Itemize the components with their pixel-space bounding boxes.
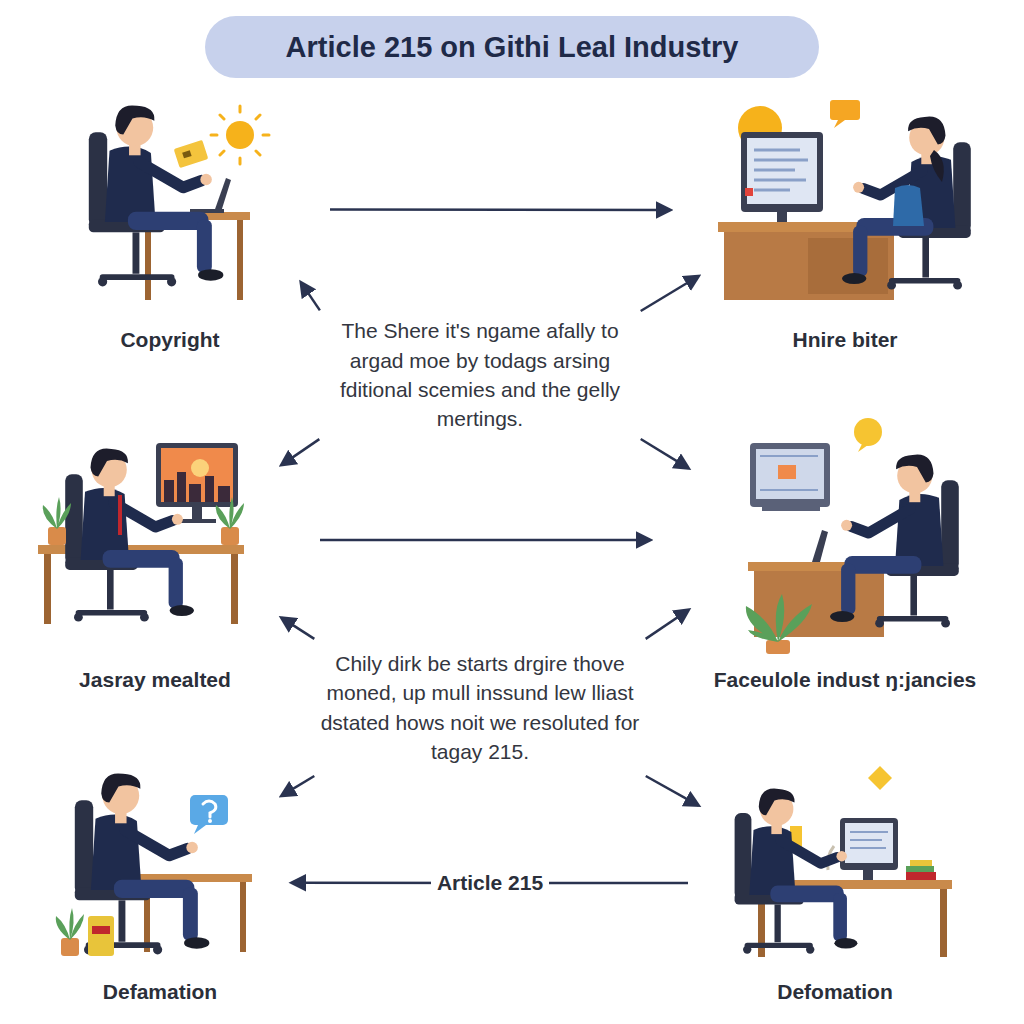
arrow-connector [641, 439, 689, 468]
arrow-connector [282, 439, 320, 465]
arrow-connector [301, 283, 320, 311]
arrow-connector [330, 208, 670, 211]
figure-node: Copyright [40, 105, 300, 360]
figure-node: Hnire biter [700, 95, 990, 360]
arrow-connector [646, 776, 699, 805]
figure-node: Faceulole indust ŋ:jancies [690, 415, 1000, 700]
arrow-connector [646, 610, 689, 639]
figure-label: Jasray mealted [79, 668, 231, 692]
title-pill: Article 215 on Githi Leal Industry [205, 16, 819, 78]
arrow-connector [282, 776, 315, 796]
arrow-connector [320, 539, 650, 542]
figure-node: Defomation [700, 770, 970, 1012]
text-node: Chily dirk be starts drgire thove moned,… [316, 640, 644, 775]
figure-label: Hnire biter [792, 328, 897, 352]
text-node: The Shere it's ngame afally to argad moe… [321, 312, 639, 438]
figure-node: Jasray mealted [30, 440, 280, 700]
edge-label: Article 215 [431, 871, 549, 895]
figure-label: Defamation [103, 980, 217, 1004]
figure-node: Defamation [40, 790, 280, 1012]
arrow-connector [282, 618, 315, 639]
diagram-title: Article 215 on Githi Leal Industry [286, 31, 739, 64]
figure-label: Defomation [777, 980, 893, 1004]
arrow-connector [641, 276, 699, 311]
paragraph-text: The Shere it's ngame afally to argad moe… [321, 316, 639, 434]
figure-label: Copyright [120, 328, 219, 352]
figure-label: Faceulole indust ŋ:jancies [714, 668, 977, 692]
paragraph-text: Chily dirk be starts drgire thove moned,… [316, 649, 644, 767]
